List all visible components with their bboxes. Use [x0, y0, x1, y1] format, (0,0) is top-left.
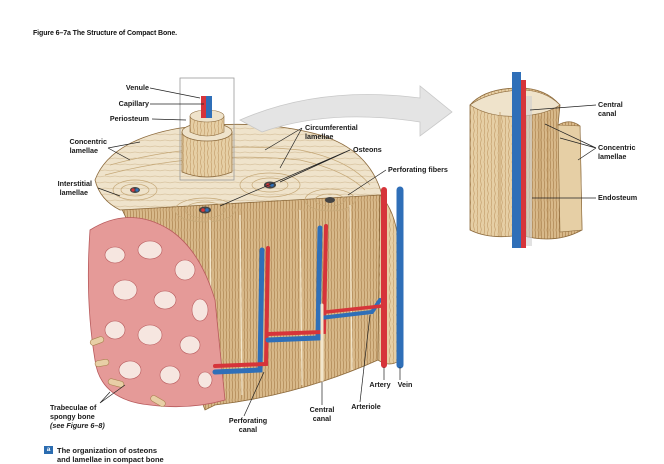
label-interstitial-lamellae-2: lamellae [60, 188, 88, 197]
label-trabeculae-2: spongy bone [50, 412, 95, 421]
caption-tag: a [44, 446, 53, 454]
figure-caption: a The organization of osteons and lamella… [44, 446, 164, 464]
caption-line-1: The organization of osteons [57, 446, 158, 455]
blood-vessels [212, 186, 404, 382]
figure-title: Figure 6–7a The Structure of Compact Bon… [33, 30, 177, 37]
caption-line-2: and lamellae in compact bone [57, 455, 164, 464]
label-osteons: Osteons [353, 145, 382, 154]
label-concentric-lamellae-2: lamellae [70, 146, 98, 155]
label-arteriole: Arteriole [351, 402, 381, 411]
label-inset-concentric-1: Concentric [598, 143, 636, 152]
magnify-arrow-icon [239, 85, 453, 137]
label-vein: Vein [398, 380, 413, 389]
label-central-canal-2: canal [313, 414, 331, 423]
label-perforating-canal-2: canal [239, 425, 257, 434]
labels: Venule Capillary Periosteum Concentric l… [50, 83, 637, 434]
label-inset-endosteum: Endosteum [598, 193, 637, 202]
label-artery: Artery [369, 380, 390, 389]
label-periosteum: Periosteum [110, 114, 149, 123]
inset-osteon [469, 72, 583, 248]
label-venule: Venule [126, 83, 149, 92]
label-perforating-fibers: Perforating fibers [388, 165, 448, 174]
label-perforating-canal-1: Perforating [229, 416, 267, 425]
label-capillary: Capillary [119, 99, 149, 108]
label-circumferential-lamellae-2: lamellae [305, 132, 333, 141]
leader-lines [97, 87, 597, 417]
label-circumferential-lamellae-1: Circumferential [305, 123, 358, 132]
label-interstitial-lamellae-1: Interstitial [58, 179, 92, 188]
label-concentric-lamellae-1: Concentric [69, 137, 107, 146]
label-trabeculae-3: (see Figure 6–8) [50, 421, 105, 430]
label-inset-central-canal-2: canal [598, 109, 616, 118]
extracted-osteon [179, 77, 235, 181]
label-trabeculae-1: Trabeculae of [50, 403, 97, 412]
label-inset-central-canal-1: Central [598, 100, 623, 109]
label-central-canal-1: Central [310, 405, 335, 414]
label-inset-concentric-2: lamellae [598, 152, 626, 161]
spongy-bone [87, 217, 226, 408]
